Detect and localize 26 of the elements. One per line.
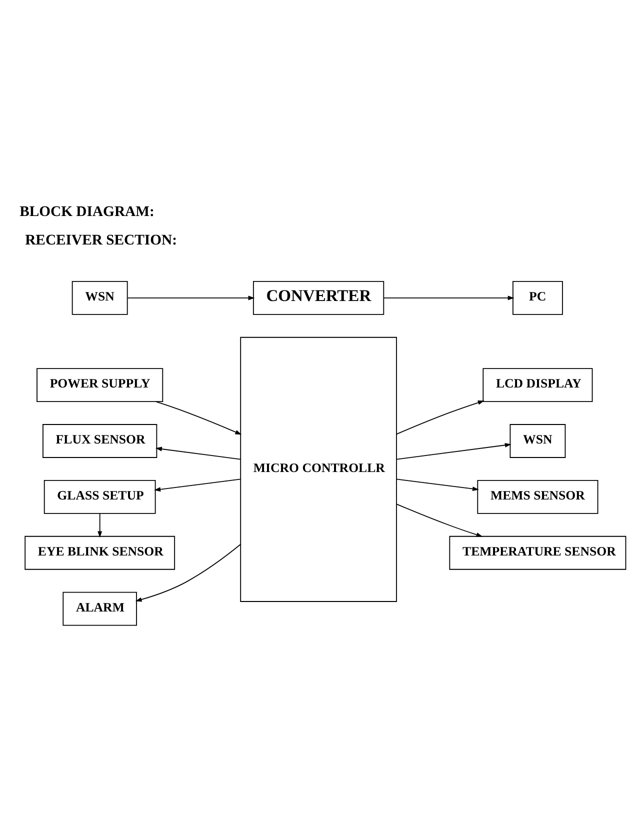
node-box: TEMPERATURE SENSOR — [449, 535, 626, 570]
arrow — [396, 503, 483, 536]
node-box: GLASS SETUP — [44, 479, 156, 514]
node-box: PC — [512, 280, 563, 314]
node-box: ALARM — [62, 591, 137, 626]
arrow — [155, 400, 242, 434]
node-box: LCD DISPLAY — [482, 368, 593, 402]
node-box: EYE BLINK SENSOR — [24, 535, 176, 570]
node-box: WSN — [510, 424, 566, 458]
arrow — [396, 442, 512, 460]
node-box: MICRO CONTROLLR — [240, 336, 397, 602]
arrow — [396, 400, 484, 434]
node-box: FLUX SENSOR — [42, 424, 158, 458]
diagram-title: BLOCK DIAGRAM: — [20, 204, 154, 220]
label: RECEIVER SECTION: — [25, 232, 177, 248]
node-box: CONVERTER — [252, 280, 384, 314]
arrow — [396, 478, 479, 491]
arrow — [135, 543, 241, 602]
node-box: MEMS SENSOR — [477, 479, 598, 514]
arrow — [154, 478, 241, 492]
arrow — [156, 446, 241, 460]
node-box: POWER SUPPLY — [36, 368, 164, 402]
arrow — [127, 295, 255, 300]
node-box: WSN — [72, 280, 128, 314]
arrow — [383, 295, 514, 300]
arrow — [98, 512, 102, 538]
